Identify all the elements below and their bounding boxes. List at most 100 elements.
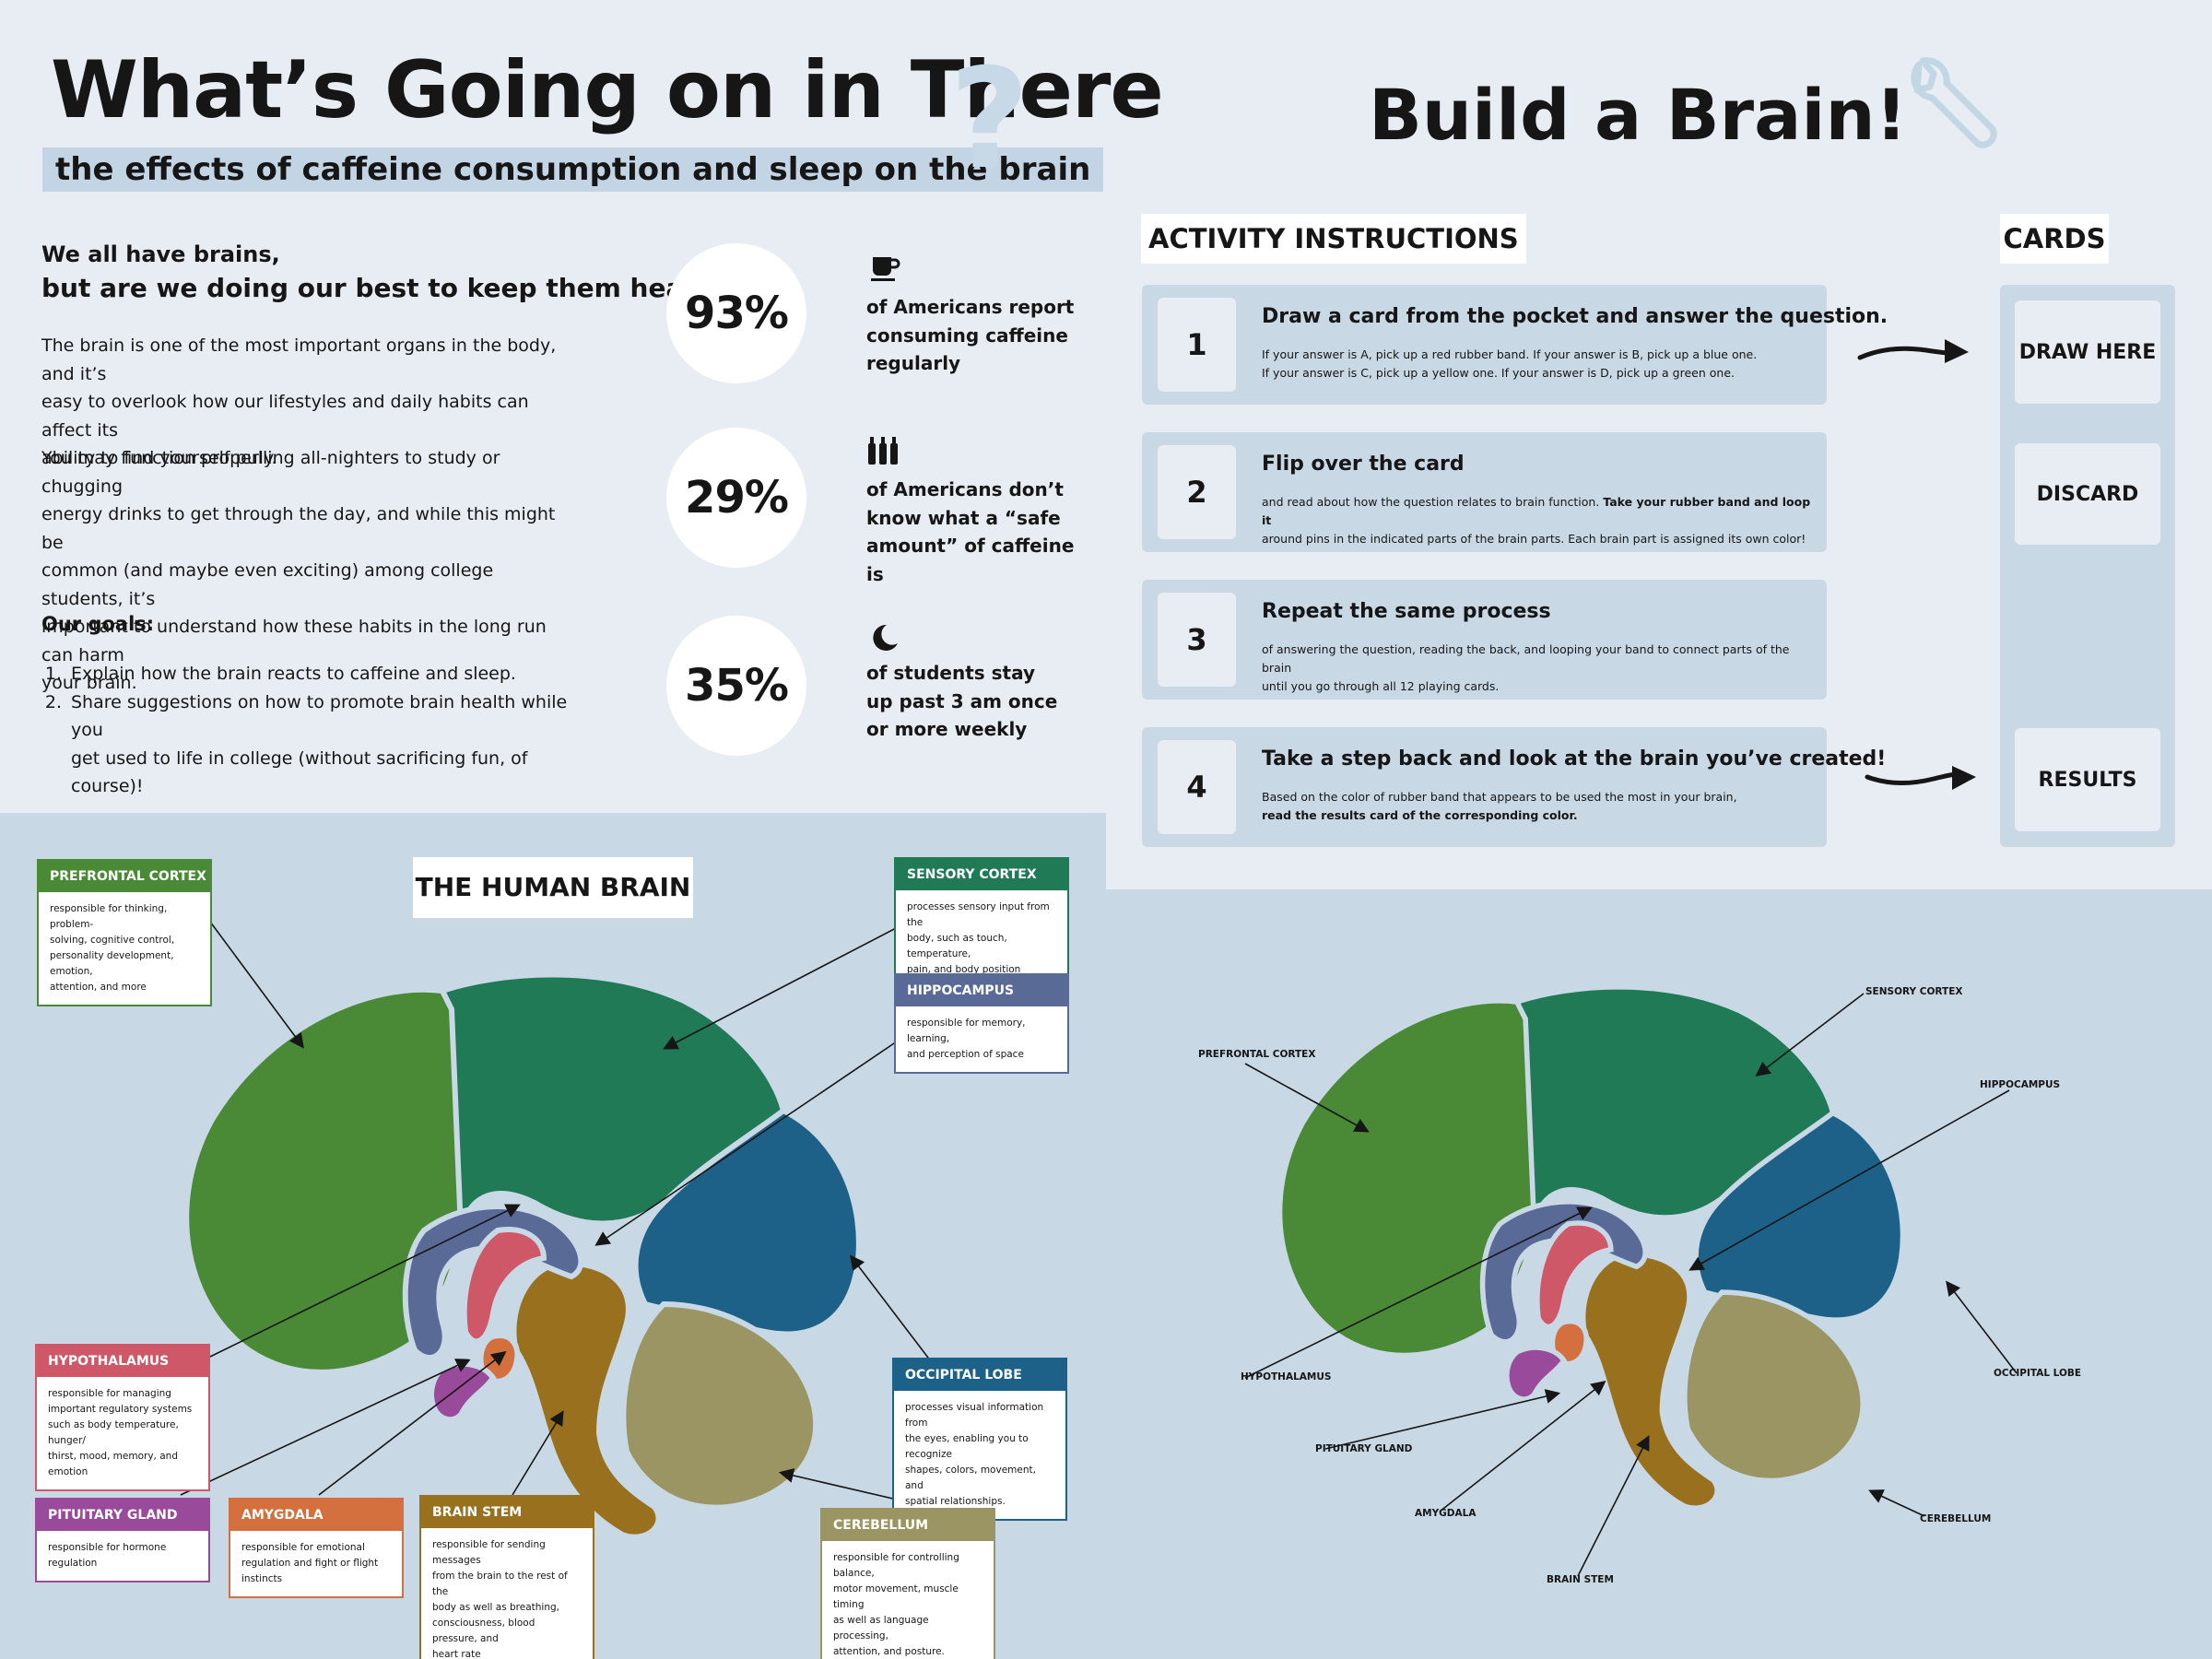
step-description: Based on the color of rubber band that a… [1262, 788, 1815, 825]
instruction-step-2: 2 Flip over the card and read about how … [1142, 432, 1827, 552]
text-line: of students stay [866, 662, 1036, 684]
label-cerebellum: CEREBELLUM responsible for controlling b… [820, 1508, 995, 1659]
cerebellum-shape [1682, 1289, 1865, 1484]
text-line: and perception of space [907, 1049, 1024, 1060]
label-title: HYPOTHALAMUS [37, 1346, 208, 1377]
label-sensory-cortex: SENSORY CORTEX processes sensory input f… [894, 857, 1069, 989]
label-description: responsible for thinking, problem- solvi… [39, 892, 210, 1005]
text-line: and read about how the question relates … [1262, 495, 1600, 509]
label-description: responsible for sending messages from th… [421, 1528, 593, 1659]
goal-number: 1. [44, 664, 62, 684]
step-number: 2 [1158, 445, 1236, 539]
results-card[interactable]: RESULTS [2015, 728, 2160, 831]
text-line: as well as language processing, [833, 1615, 929, 1641]
text-line: personality development, emotion, [50, 950, 174, 977]
text-line: heart rate [432, 1649, 481, 1659]
intro-paragraph-2: You may find yourself pulling all-nighte… [41, 444, 576, 698]
text-line: easy to overlook how our lifestyles and … [41, 392, 529, 441]
label-pituitary-gland: PITUITARY GLAND responsible for hormone … [35, 1498, 210, 1583]
text-line: responsible for emotional [241, 1542, 365, 1553]
label-title: AMYGDALA [230, 1500, 402, 1531]
text-line: read the results card of the correspondi… [1262, 808, 1578, 822]
question-mark-icon: ? [949, 40, 1030, 200]
text-line: ability to function properly. [41, 448, 277, 468]
right-label-hippocampus: HIPPOCAMPUS [1980, 1079, 2061, 1090]
brain-group [183, 971, 862, 1540]
label-description: responsible for memory, learning, and pe… [896, 1006, 1067, 1072]
intro-lead-1: We all have brains, [41, 241, 280, 267]
step-description: and read about how the question relates … [1262, 493, 1815, 548]
pituitary-gland-shape [429, 1360, 497, 1423]
text-line: of Americans report [866, 296, 1075, 318]
text-line: Share suggestions on how to promote brai… [71, 691, 568, 741]
text-line: such as body temperature, hunger/ [48, 1419, 179, 1446]
step-number: 3 [1158, 593, 1236, 687]
text-line: shapes, colors, movement, and [905, 1465, 1036, 1491]
label-hypothalamus: HYPOTHALAMUS responsible for managing im… [35, 1344, 210, 1491]
stat-circle-35: 35% [666, 616, 806, 756]
intro-panel [0, 0, 1106, 813]
discard-card[interactable]: DISCARD [2015, 443, 2160, 545]
text-line: responsible for sending messages [432, 1539, 546, 1566]
brain-illustration-right [1277, 984, 1906, 1511]
cards-heading: CARDS [2000, 214, 2109, 264]
label-amygdala: AMYGDALA responsible for emotional regul… [229, 1498, 404, 1598]
text-line: spatial relationships. [905, 1496, 1006, 1507]
text-line: attention, and posture. [833, 1646, 945, 1657]
bottles-icon [868, 437, 898, 465]
build-title: Build a Brain! [1369, 74, 1908, 156]
text-line: of answering the question, reading the b… [1262, 642, 1790, 675]
text-line: amount” of caffeine is [866, 535, 1075, 585]
text-line: responsible for memory, learning, [907, 1018, 1026, 1044]
instructions-heading: ACTIVITY INSTRUCTIONS [1141, 214, 1526, 264]
label-title: PREFRONTAL CORTEX [39, 861, 210, 892]
text-line: energy drinks to get through the day, an… [41, 504, 556, 553]
label-description: responsible for hormone regulation [37, 1531, 208, 1581]
text-line: of Americans don’t [866, 478, 1064, 500]
label-occipital-lobe: OCCIPITAL LOBE processes visual informat… [892, 1358, 1067, 1521]
text-line: common (and maybe even exciting) among c… [41, 560, 494, 609]
text-line: Based on the color of rubber band that a… [1262, 790, 1737, 804]
right-label-hypothalamus: HYPOTHALAMUS [1241, 1371, 1332, 1382]
text-line: and read about how the question relates … [1262, 493, 1815, 530]
goal-text: Share suggestions on how to promote brai… [71, 688, 576, 801]
text-line: important regulatory systems [48, 1404, 193, 1415]
text-line: If your answer is C, pick up a yellow on… [1262, 366, 1735, 380]
instruction-step-3: 3 Repeat the same process of answering t… [1142, 580, 1827, 700]
label-prefrontal-cortex: PREFRONTAL CORTEX responsible for thinki… [37, 859, 212, 1006]
text-line: pain, and body position [907, 964, 1021, 975]
text-line: attention, and more [50, 982, 147, 993]
text-line: get used to life in college (without sac… [71, 747, 528, 797]
text-line: processes visual information from [905, 1402, 1044, 1429]
text-line: regulation and fight or flight [241, 1558, 379, 1569]
step-description: If your answer is A, pick up a red rubbe… [1262, 346, 1815, 382]
moon-icon [873, 624, 898, 651]
text-line: consuming caffeine [866, 324, 1068, 347]
page-title: What’s Going on in There [51, 44, 1164, 136]
label-description: responsible for emotional regulation and… [230, 1531, 402, 1596]
stat-text-93: of Americans report consuming caffeine r… [866, 293, 1088, 378]
step-title: Flip over the card [1262, 453, 1465, 476]
step-number: 4 [1158, 740, 1236, 834]
step-description: of answering the question, reading the b… [1262, 641, 1815, 696]
cerebellum-shape [620, 1300, 819, 1511]
label-description: responsible for managing important regul… [37, 1377, 208, 1489]
right-label-prefrontal-cortex: PREFRONTAL CORTEX [1198, 1049, 1316, 1060]
label-title: HIPPOCAMPUS [896, 975, 1067, 1006]
brain-group [1277, 984, 1906, 1511]
text-line: until you go through all 12 playing card… [1262, 679, 1500, 693]
text-line: responsible for hormone regulation [48, 1542, 167, 1569]
text-line: If your answer is A, pick up a red rubbe… [1262, 347, 1758, 361]
text-line: responsible for thinking, problem- [50, 903, 168, 930]
bold-text: Take your rubber band and loop it [1262, 495, 1811, 527]
goal-item: 1. Explain how the brain reacts to caffe… [41, 660, 576, 688]
text-line: Explain how the brain reacts to caffeine… [71, 664, 516, 684]
text-line: body as well as breathing, [432, 1602, 560, 1613]
label-hippocampus: HIPPOCAMPUS responsible for memory, lear… [894, 973, 1069, 1074]
draw-here-card[interactable]: DRAW HERE [2015, 300, 2160, 404]
text-line: regularly [866, 352, 961, 374]
text-line: thirst, mood, memory, and emotion [48, 1451, 178, 1477]
step-title: Take a step back and look at the brain y… [1262, 747, 1887, 771]
goals-heading: Our goals: [41, 613, 155, 635]
pituitary-gland-shape [1504, 1345, 1568, 1402]
